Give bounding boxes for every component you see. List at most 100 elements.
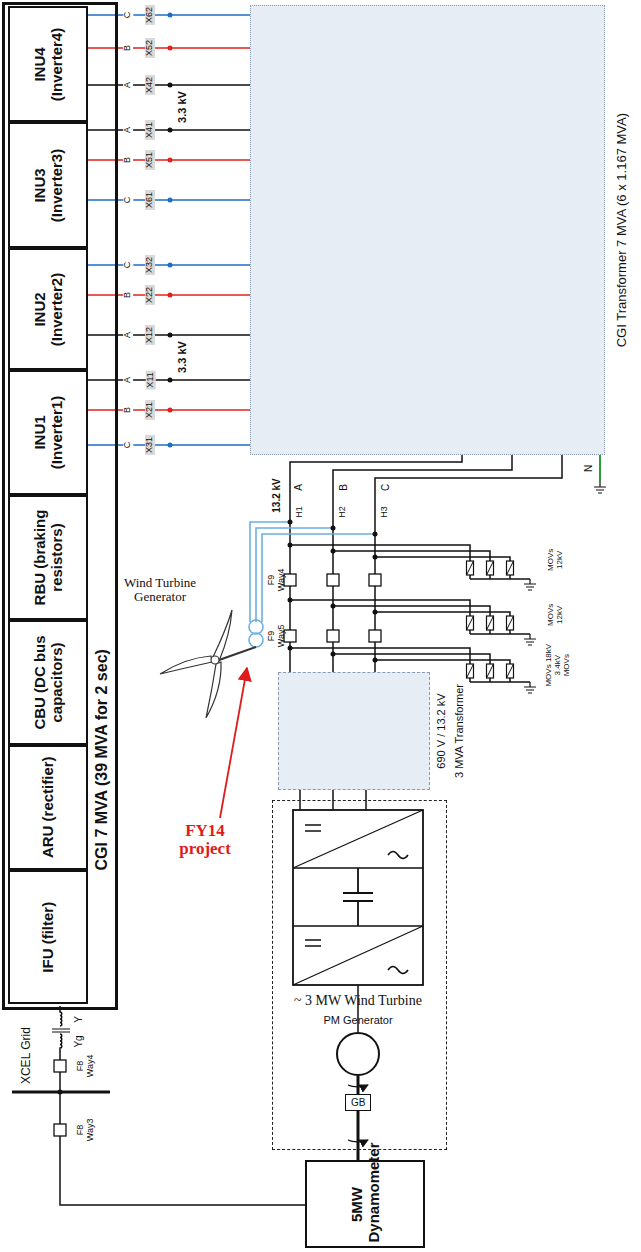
breaker-symbol bbox=[327, 630, 339, 642]
unit-name: CBU (DC bus capacitors) bbox=[32, 626, 65, 738]
phase-letter: B bbox=[123, 406, 133, 414]
wire bbox=[333, 551, 490, 561]
mov-symbol bbox=[467, 664, 474, 678]
junction-dot bbox=[331, 526, 336, 531]
junction-dot bbox=[168, 293, 173, 298]
phase-letter: C bbox=[123, 441, 133, 450]
process-box: INU1 (Inverter1) bbox=[8, 370, 88, 495]
process-box: INU2 (Inverter2) bbox=[8, 248, 88, 370]
panel-title: CGI Transformer 7 MVA (6 x 1.167 MVA) bbox=[615, 10, 629, 450]
mov-label: MOVs 12kV bbox=[547, 544, 565, 576]
converter-box bbox=[293, 868, 423, 926]
phase-letter: B bbox=[123, 44, 133, 52]
junction-dot bbox=[168, 83, 173, 88]
junction-dot bbox=[168, 408, 173, 413]
mov-symbol bbox=[507, 561, 514, 575]
mov-symbol bbox=[507, 561, 514, 575]
turbine-label: ~ 3 MW Wind Turbine bbox=[294, 993, 422, 1008]
breaker-symbol bbox=[54, 1060, 66, 1072]
transformer-panel: 690 V / 13.2 kV3 MVA Transformer bbox=[278, 672, 430, 790]
junction-dot bbox=[168, 46, 173, 51]
breaker-symbol bbox=[369, 574, 381, 586]
phase-letter: A bbox=[123, 81, 133, 89]
terminal-label: X32 bbox=[145, 255, 155, 275]
turbine-tower bbox=[219, 647, 256, 660]
process-box: INU3 (Inverter3) bbox=[8, 122, 88, 248]
junction-dot bbox=[168, 263, 173, 268]
phase-letter: C bbox=[123, 11, 133, 20]
transformer-symbol bbox=[249, 620, 263, 634]
breaker-label: F9 Way5 bbox=[267, 619, 287, 653]
ground-symbol bbox=[524, 682, 536, 693]
callout-label: Wind Turbine Generator bbox=[110, 576, 210, 605]
gearbox-label: GB bbox=[351, 1097, 365, 1108]
process-box: INU4 (Inverter4) bbox=[8, 6, 88, 122]
wire bbox=[375, 660, 510, 664]
unit-name: INU4 (Inverter4) bbox=[32, 12, 65, 116]
terminal-label: X42 bbox=[145, 75, 155, 95]
breaker-symbol bbox=[54, 1124, 66, 1136]
mov-symbol bbox=[487, 616, 494, 630]
unit-name: INU3 (Inverter3) bbox=[32, 130, 65, 240]
phase-letter: B bbox=[123, 156, 133, 164]
phase-letter: N bbox=[583, 464, 594, 471]
wire bbox=[375, 557, 510, 561]
panel-title: 3 MVA Transformer bbox=[453, 674, 465, 789]
phase-letter: A bbox=[123, 331, 133, 339]
mov-symbol bbox=[487, 664, 494, 678]
winding-label: Y bbox=[72, 1016, 83, 1023]
terminal-label: X21 bbox=[145, 400, 155, 420]
wire bbox=[290, 600, 470, 616]
terminal-label: X11 bbox=[145, 370, 155, 389]
mov-symbol bbox=[467, 664, 474, 678]
mov-symbol bbox=[467, 561, 474, 575]
bus-label: XCEL Grid bbox=[19, 1027, 32, 1084]
mov-symbol bbox=[467, 561, 474, 575]
junction-dot bbox=[168, 378, 173, 383]
unit-name: 5MW Dynamometer bbox=[349, 1166, 382, 1242]
mov-symbol bbox=[467, 616, 474, 630]
mov-symbol bbox=[487, 561, 494, 575]
ground-symbol bbox=[594, 482, 606, 493]
terminal-label: X41 bbox=[145, 120, 155, 140]
phase-letter: A bbox=[292, 484, 303, 491]
terminal-label: X62 bbox=[145, 5, 155, 25]
rotation-arrow bbox=[348, 1140, 368, 1142]
dc-symbol bbox=[305, 825, 321, 946]
wire bbox=[375, 612, 510, 616]
unit-name: INU1 (Inverter1) bbox=[32, 377, 65, 487]
mov-symbol bbox=[467, 616, 474, 630]
ground-symbol bbox=[524, 579, 536, 590]
voltage-label: 3.3 kV bbox=[176, 91, 188, 123]
capacitor-symbol bbox=[343, 868, 373, 926]
junction-dot bbox=[288, 543, 293, 548]
junction-dot bbox=[373, 555, 378, 560]
mov-label: MOVs 12kV bbox=[547, 599, 565, 631]
breaker-label: F8 Way3 bbox=[76, 1113, 96, 1147]
transformer-panel: CGI Transformer 7 MVA (6 x 1.167 MVA) bbox=[250, 5, 605, 455]
mov-symbol bbox=[507, 616, 514, 630]
terminal-label: H1 bbox=[295, 506, 305, 518]
mov-symbol bbox=[487, 664, 494, 678]
terminal-label: X61 bbox=[145, 190, 155, 210]
junction-dot bbox=[288, 646, 293, 651]
wire bbox=[262, 534, 375, 622]
phase-letter: C bbox=[380, 483, 391, 490]
phase-letter: C bbox=[123, 261, 133, 270]
mov-symbol bbox=[507, 616, 514, 630]
junction-dot bbox=[168, 333, 173, 338]
phase-letter: B bbox=[123, 291, 133, 299]
wire bbox=[470, 681, 530, 683]
voltage-label: 13.2 kV bbox=[271, 478, 282, 512]
connector bbox=[357, 1111, 360, 1160]
junction-dot bbox=[58, 1090, 63, 1095]
phase-letter: B bbox=[337, 484, 348, 491]
phase-letter: C bbox=[123, 196, 133, 205]
converter-box bbox=[293, 810, 423, 985]
junction-dot bbox=[168, 128, 173, 133]
breaker-symbol bbox=[369, 630, 381, 642]
breaker-label: F9 Way4 bbox=[267, 563, 287, 597]
unit-name: IFU (filter) bbox=[40, 877, 57, 997]
process-box: ARU (rectifier) bbox=[8, 745, 88, 870]
wire bbox=[470, 633, 530, 635]
